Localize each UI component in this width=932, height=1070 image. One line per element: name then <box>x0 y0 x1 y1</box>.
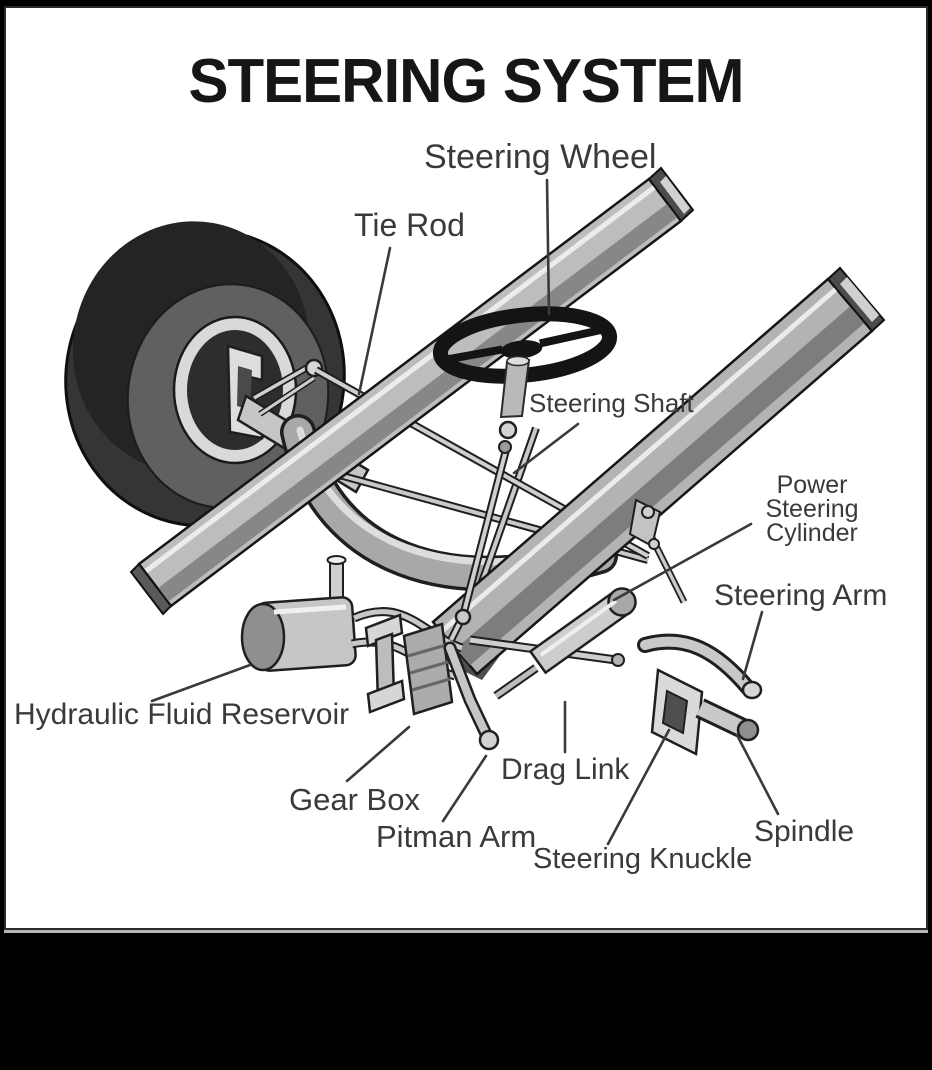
u-joint-lower <box>498 440 512 454</box>
steering-column <box>499 355 531 419</box>
steering-shaft-part <box>447 420 518 642</box>
leader-hydraulic-fluid-reservoir <box>150 663 252 703</box>
reservoir-cap <box>240 602 286 672</box>
pitman-arm-part <box>443 641 500 751</box>
steering-wheel-hub <box>500 340 543 359</box>
spindle-cap <box>736 718 760 742</box>
gear-box-part <box>364 613 454 716</box>
steering-arm-ball <box>741 680 763 700</box>
reservoir-neck <box>329 559 344 601</box>
page-title: STEERING SYSTEM <box>188 45 744 116</box>
label-gear-box: Gear Box <box>289 782 420 817</box>
rail-a-endcap-face <box>660 176 690 214</box>
leader-spindle <box>735 733 780 816</box>
drag-link-end <box>611 653 625 667</box>
leader-gear-box <box>345 725 411 783</box>
label-steering-knuckle: Steering Knuckle <box>533 843 753 875</box>
label-steering-shaft: Steering Shaft <box>529 388 694 418</box>
label-tie-rod: Tie Rod <box>354 207 465 243</box>
leader-steering-shaft <box>512 422 580 475</box>
cylinder-cap <box>607 587 637 617</box>
knuckle-hole <box>661 689 689 735</box>
label-power-steering-cylinder: Power Steering Cylinder <box>765 471 859 547</box>
label-spindle: Spindle <box>754 815 855 848</box>
leader-steering-knuckle <box>606 728 671 846</box>
leader-lines <box>150 178 780 846</box>
leader-steering-arm <box>741 610 764 681</box>
steering-arm-part <box>637 633 763 700</box>
power-steering-cylinder-part <box>493 498 662 700</box>
shaft-joint <box>454 608 472 626</box>
rail-a-nearcap <box>129 562 173 616</box>
label-drag-link: Drag Link <box>501 753 630 786</box>
pitman-ball <box>478 729 500 751</box>
spindle-part <box>695 698 760 742</box>
label-hydraulic-fluid-reservoir: Hydraulic Fluid Reservoir <box>14 698 350 731</box>
leader-steering-wheel <box>545 178 551 316</box>
leader-pitman-arm <box>441 754 488 823</box>
label-steering-arm: Steering Arm <box>714 579 888 612</box>
frame-rail-b <box>431 266 886 680</box>
u-joint-upper <box>498 420 518 440</box>
steering-knuckle-part <box>650 668 704 756</box>
leader-tie-rod <box>357 246 392 396</box>
leader-power-steering-cylinder <box>612 522 753 602</box>
label-steering-wheel: Steering Wheel <box>424 138 657 176</box>
rail-b-endcap-face <box>840 277 879 322</box>
label-pitman-arm: Pitman Arm <box>376 819 537 854</box>
frame-rail-a <box>129 166 695 616</box>
